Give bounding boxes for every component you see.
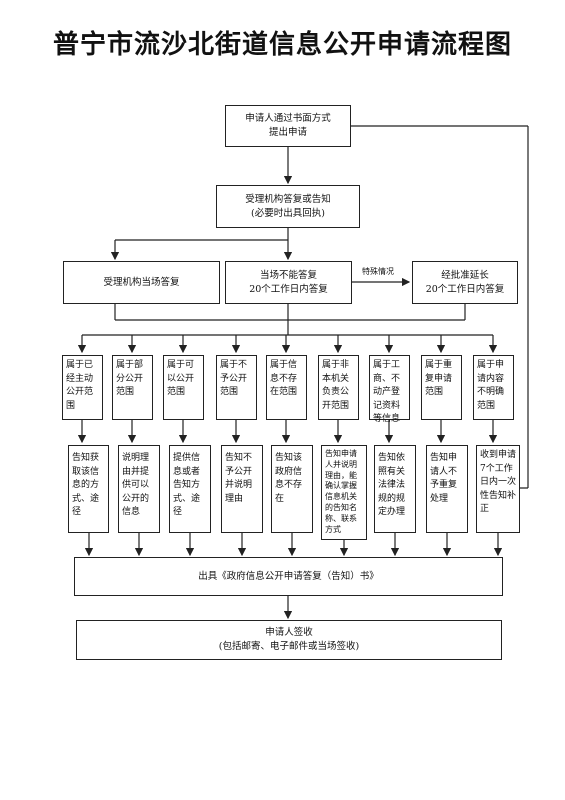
category-box: 属于部分公开范围	[112, 355, 153, 420]
sign-line1: 申请人签收	[265, 627, 313, 639]
category-box: 属于不予公开范围	[216, 355, 257, 420]
accept-box: 受理机构答复或告知 (必要时出具回执)	[216, 185, 360, 228]
apply-line2: 提出申请	[268, 127, 307, 138]
category-box: 属于已经主动公开范围	[62, 355, 103, 420]
sign-line2: (包括邮寄、电子邮件或当场签收)	[218, 641, 360, 652]
action-box: 告知申请人并说明理由，能确认掌握信息机关的告知名称、联系方式	[321, 445, 367, 540]
category-box: 属于重复申请范围	[421, 355, 462, 420]
category-box: 属于申请内容不明确范围	[473, 355, 514, 420]
category-box: 属于工商、不动产登记资料等信息	[369, 355, 410, 424]
apply-line1: 申请人通过书面方式	[245, 113, 331, 125]
extend-line1: 经批准延长	[441, 269, 489, 281]
action-box: 收到申请7个工作日内一次性告知补正	[476, 445, 520, 533]
action-box: 提供信息或者告知方式、途径	[169, 445, 211, 533]
category-box: 属于可以公开范围	[163, 355, 204, 420]
action-box: 说明理由并提供可以公开的信息	[118, 445, 160, 533]
sign-box: 申请人签收 (包括邮寄、电子邮件或当场签收)	[76, 620, 502, 660]
extend-line2: 20个工作日内答复	[425, 283, 505, 295]
category-box: 属于非本机关负责公开范围	[318, 355, 359, 420]
action-box: 告知申请人不予重复处理	[426, 445, 468, 533]
extend-box: 经批准延长 20个工作日内答复	[412, 261, 518, 304]
reply-now-box: 受理机构当场答复	[63, 261, 220, 304]
cannot-reply-box: 当场不能答复 20个工作日内答复	[225, 261, 352, 304]
page-title: 普宁市流沙北街道信息公开申请流程图	[52, 30, 512, 60]
special-case-label: 特殊情况	[362, 267, 394, 276]
accept-line2: (必要时出具回执)	[251, 207, 325, 219]
apply-box: 申请人通过书面方式 提出申请	[225, 105, 351, 147]
cannot-reply-line2: 20个工作日内答复	[249, 283, 328, 295]
category-box: 属于信息不存在范围	[266, 355, 307, 420]
accept-line1: 受理机构答复或告知	[245, 193, 331, 205]
cannot-reply-line1: 当场不能答复	[259, 269, 317, 281]
action-box: 告知不予公开并说明理由	[221, 445, 263, 533]
issue-reply-text: 出具《政府信息公开申请答复（告知）书》	[198, 570, 379, 582]
reply-now-text: 受理机构当场答复	[103, 276, 180, 288]
action-box: 告知该政府信息不存在	[271, 445, 313, 533]
issue-reply-box: 出具《政府信息公开申请答复（告知）书》	[74, 557, 503, 596]
action-box: 告知依照有关法律法规的规定办理	[374, 445, 416, 533]
action-box: 告知获取该信息的方式、途径	[68, 445, 109, 533]
